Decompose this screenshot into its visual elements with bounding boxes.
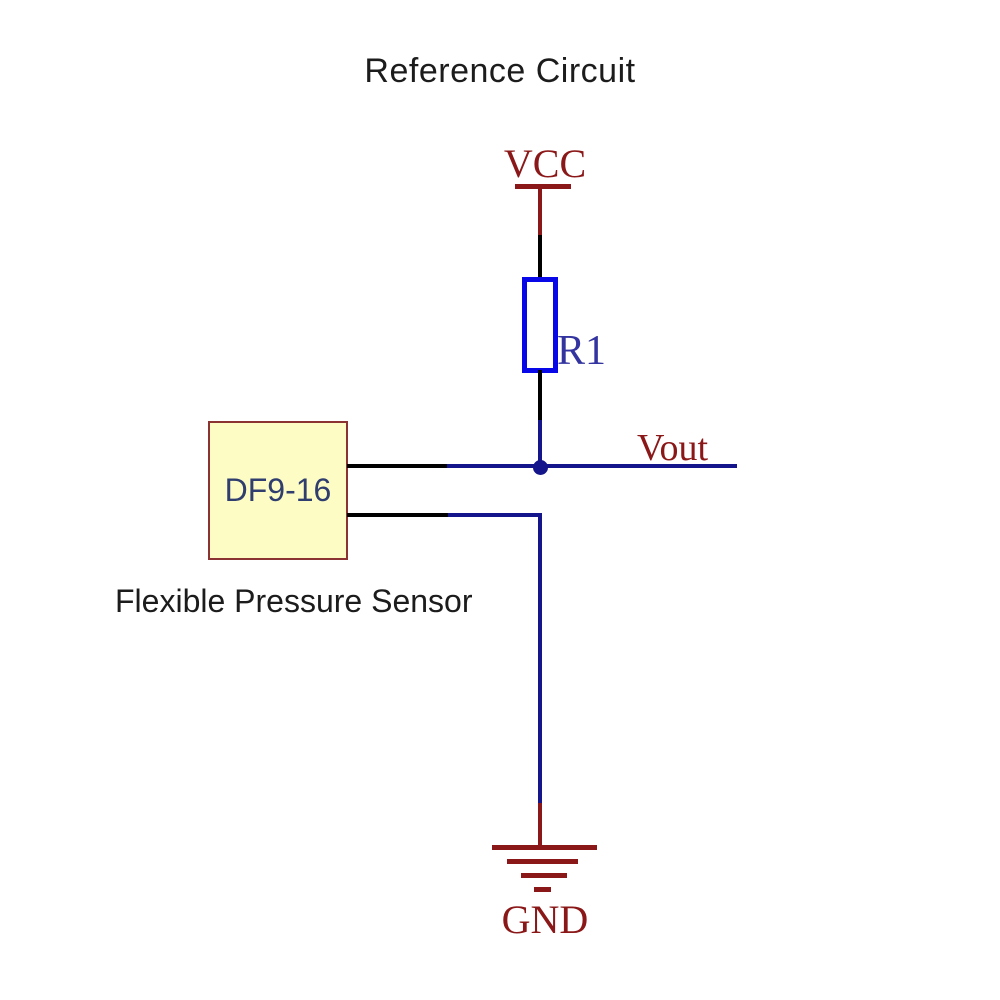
resistor-symbol [522,277,558,373]
ground-symbol-bar2 [507,859,578,864]
resistor-to-junction-wire-navy [538,420,542,468]
junction-dot [533,460,548,475]
sensor-pin2-wire-black [347,513,448,517]
sensor-pin1-wire-black [347,464,447,468]
vcc-to-resistor-wire [538,235,542,280]
page-title: Reference Circuit [364,52,636,90]
vcc-power-symbol [515,184,571,189]
sensor-pin2-wire-navy [448,513,542,517]
ground-symbol-bar3 [521,873,567,878]
gnd-net-label: GND [501,897,589,942]
vcc-net-label: VCC [503,141,587,186]
output-net-wire [447,464,737,468]
ground-stem-wire [538,803,542,847]
vout-net-label: Vout [637,427,709,469]
ground-symbol-bar4 [534,887,551,892]
resistor-ref-label: R1 [557,328,607,374]
sensor-caption: Flexible Pressure Sensor [115,583,473,619]
sensor-component-box: DF9-16 [208,421,348,560]
ground-net-wire [538,513,542,803]
ground-symbol-bar1 [492,845,597,850]
sensor-ref-label: DF9-16 [224,472,332,508]
resistor-to-junction-wire-black [538,370,542,420]
vcc-stem-wire [538,187,542,235]
